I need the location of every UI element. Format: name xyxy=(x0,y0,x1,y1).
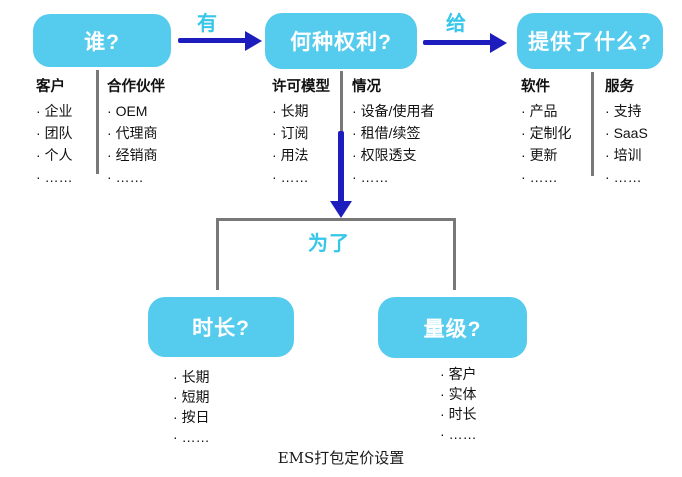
list-item: …… xyxy=(272,166,330,188)
node-rights: 何种权利? xyxy=(265,13,417,69)
branch-right-stub xyxy=(453,218,456,290)
list-item: 支持 xyxy=(605,100,648,122)
list-item: 客户 xyxy=(440,364,477,384)
arrow-down-shaft xyxy=(338,131,344,203)
list-item: 订阅 xyxy=(272,122,330,144)
node-offering-label: 提供了什么? xyxy=(528,31,652,54)
list-item: 定制化 xyxy=(521,122,572,144)
node-rights-label: 何种权利? xyxy=(290,31,392,54)
list-item: …… xyxy=(521,166,572,188)
column-license-model: 许可模型 长期 订阅 用法 …… xyxy=(272,76,330,188)
divider-line-offering xyxy=(591,72,594,176)
list-item: 企业 xyxy=(36,100,73,122)
list-item: …… xyxy=(605,166,648,188)
list-item: OEM xyxy=(107,100,165,122)
arrow-down-icon xyxy=(330,201,352,218)
arrow-right-1-shaft xyxy=(178,38,248,43)
node-who: 谁? xyxy=(33,14,171,67)
list-item: 团队 xyxy=(36,122,73,144)
column-partner: 合作伙伴 OEM 代理商 经销商 …… xyxy=(107,76,165,188)
list-item: …… xyxy=(36,166,73,188)
list-item: 更新 xyxy=(521,144,572,166)
list-item: 租借/续签 xyxy=(352,122,434,144)
list-item: 时长 xyxy=(440,404,477,424)
list-item: 用法 xyxy=(272,144,330,166)
list-item: …… xyxy=(352,166,434,188)
column-customer: 客户 企业 团队 个人 …… xyxy=(36,76,73,188)
list-item: 产品 xyxy=(521,100,572,122)
arrow-right-2-icon xyxy=(490,33,507,53)
list-item: 经销商 xyxy=(107,144,165,166)
column-service-items: 支持 SaaS 培训 …… xyxy=(605,100,648,188)
list-item: 短期 xyxy=(173,387,210,407)
node-duration-label: 时长? xyxy=(192,317,250,340)
node-magnitude-label: 量级? xyxy=(423,317,482,341)
column-software-header: 软件 xyxy=(521,79,550,95)
list-item: …… xyxy=(107,166,165,188)
arrow-right-1-icon xyxy=(245,31,262,51)
list-item: 个人 xyxy=(36,144,73,166)
diagram-caption: EMS打包定价设置 xyxy=(277,449,405,467)
node-who-label: 谁? xyxy=(84,30,120,54)
column-license-model-items: 长期 订阅 用法 …… xyxy=(272,100,330,188)
column-license-model-header: 许可模型 xyxy=(272,79,330,95)
list-item: …… xyxy=(440,424,477,444)
list-item: SaaS xyxy=(605,122,648,144)
column-customer-header: 客户 xyxy=(36,79,65,95)
column-software-items: 产品 定制化 更新 …… xyxy=(521,100,572,188)
column-service-header: 服务 xyxy=(605,79,634,95)
node-duration: 时长? xyxy=(148,297,294,357)
arrow-right-2-shaft xyxy=(423,40,493,45)
column-service: 服务 支持 SaaS 培训 …… xyxy=(605,76,648,188)
list-item: …… xyxy=(173,427,210,447)
column-customer-items: 企业 团队 个人 …… xyxy=(36,100,73,188)
column-partner-items: OEM 代理商 经销商 …… xyxy=(107,100,165,188)
list-item: 实体 xyxy=(440,384,477,404)
list-item: 设备/使用者 xyxy=(352,100,435,122)
column-partner-header: 合作伙伴 xyxy=(107,79,165,95)
branch-left-stub xyxy=(216,218,219,290)
list-item: 代理商 xyxy=(107,122,165,144)
list-item: 长期 xyxy=(173,367,210,387)
list-item: 长期 xyxy=(272,100,330,122)
list-item: 权限透支 xyxy=(352,144,434,166)
column-situation-header: 情况 xyxy=(352,79,381,95)
branch-horizontal-line xyxy=(216,218,456,221)
column-software: 软件 产品 定制化 更新 …… xyxy=(521,76,572,188)
list-item: 培训 xyxy=(605,144,648,166)
arrow-label-give: 给 xyxy=(446,13,467,35)
list-item: 按日 xyxy=(173,407,210,427)
divider-line-who xyxy=(96,70,99,174)
divider-line-rights xyxy=(340,71,343,133)
column-situation-items: 设备/使用者 租借/续签 权限透支 …… xyxy=(352,100,435,188)
node-offering: 提供了什么? xyxy=(517,13,663,69)
column-situation: 情况 设备/使用者 租借/续签 权限透支 …… xyxy=(352,76,434,188)
branch-label-for: 为了 xyxy=(308,233,350,255)
arrow-label-have: 有 xyxy=(197,13,218,35)
magnitude-items: 客户 实体 时长 …… xyxy=(440,364,477,444)
duration-items: 长期 短期 按日 …… xyxy=(173,367,210,447)
node-magnitude: 量级? xyxy=(378,297,527,358)
